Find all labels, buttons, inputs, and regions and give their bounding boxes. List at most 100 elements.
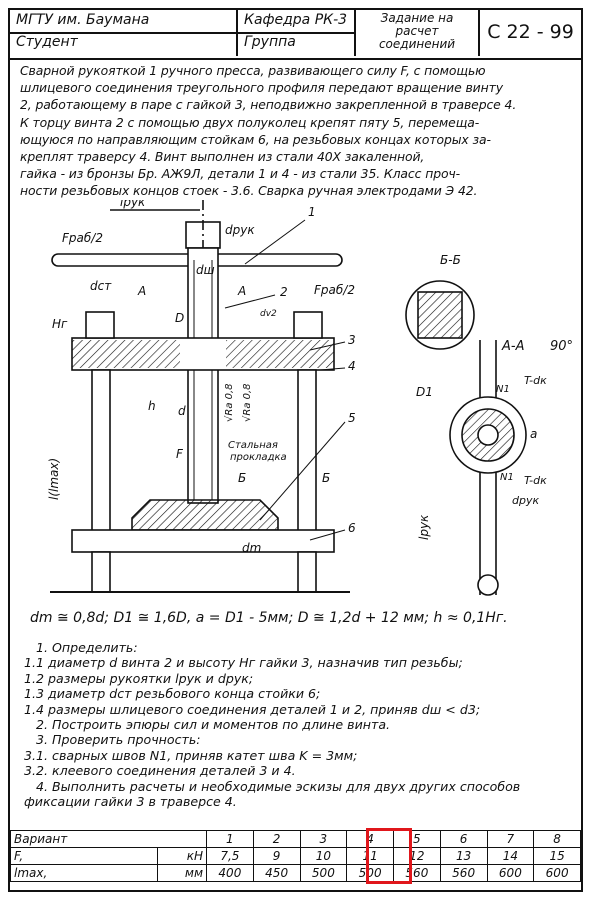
- task-item: 1.1 диаметр d винта 2 и высоту Hг гайки …: [24, 655, 463, 671]
- section-bb-label: Б-Б: [440, 253, 461, 267]
- variant-number: 6: [439, 830, 488, 848]
- druk-side-label: dрук: [512, 494, 539, 507]
- h-label: h: [148, 399, 156, 413]
- section-aa-label: А-А: [501, 339, 524, 354]
- document-code: С 22 - 99: [487, 21, 574, 43]
- description-line: ющуюся по направляющим стойкам 6, на рез…: [20, 131, 491, 147]
- lmax-value: 600: [533, 864, 581, 882]
- title-block: МГТУ им. Баумана Студент Кафедра РК-3 Гр…: [10, 10, 581, 60]
- section-b-left-label: Б: [238, 471, 246, 485]
- group-label: Группа: [238, 32, 356, 56]
- section-a-right-label: А: [237, 284, 246, 298]
- task-item: 1.4 размеры шлицевого соединения деталей…: [24, 701, 481, 717]
- callout-5: 5: [348, 411, 356, 425]
- d-label: d: [178, 404, 186, 418]
- rotation-label: 90°: [550, 339, 573, 354]
- weld-n1-top: N1: [496, 384, 510, 395]
- force-unit: кН: [157, 847, 207, 865]
- right-nut: [293, 311, 323, 339]
- press-heel: [131, 499, 279, 531]
- force-value: 13: [439, 847, 488, 865]
- formula-line: dm ≅ 0,8d; D1 ≅ 1,6D, a = D1 - 5мм; D ≅ …: [30, 610, 508, 626]
- lmax-value: 450: [252, 864, 301, 882]
- task-description: Сварной рукояткой 1 ручного пресса, разв…: [20, 62, 575, 200]
- lmax-value: 600: [486, 864, 535, 882]
- section-bb-hatch: [417, 291, 463, 339]
- variant-number: 1: [206, 830, 254, 848]
- force-value: 14: [486, 847, 535, 865]
- lmax-unit: мм: [157, 864, 207, 882]
- task-item: 3. Проверить прочность:: [36, 732, 201, 748]
- lmax-row-label: lmax,: [10, 864, 158, 882]
- screw: [187, 247, 219, 504]
- selected-variant-highlight: [366, 828, 412, 884]
- force-left-label: Fраб/2: [62, 231, 103, 245]
- press-base: [71, 529, 335, 553]
- task-item: 4. Выполнить расчеты и необходимые эскиз…: [36, 778, 521, 794]
- roughness-1: √Ra 0,8: [224, 383, 235, 422]
- variant-number: 3: [299, 830, 348, 848]
- dst-label: dст: [90, 279, 112, 293]
- force-label: F,: [10, 847, 158, 865]
- task-item: 1.2 размеры рукоятки lрук и dрук;: [24, 670, 254, 686]
- variant-number: 2: [252, 830, 301, 848]
- callout-4: 4: [348, 359, 356, 373]
- left-column: [91, 369, 111, 541]
- task-title-line: соединений: [378, 37, 456, 51]
- lmax-label: l(lmax): [47, 458, 61, 500]
- hr-label: Hг: [52, 317, 68, 331]
- roughness-2: √Ra 0,8: [242, 383, 253, 422]
- a-dimension-label: a: [530, 427, 537, 441]
- D1-label: D1: [416, 385, 433, 399]
- task-item: фиксации гайки 3 в траверсе 4.: [24, 794, 237, 810]
- force-value: 7,5: [206, 847, 254, 865]
- task-item: 3.1. сварных швов N1, приняв катет шва K…: [24, 747, 358, 763]
- student-label: Студент: [10, 32, 238, 56]
- description-line: ности резьбовых концов стоек - 3.6. Свар…: [20, 183, 478, 199]
- task-item: 2. Построить эпюры сил и моментов по дли…: [36, 717, 391, 733]
- task-item: 3.2. клеевого соединения деталей 3 и 4.: [24, 763, 296, 779]
- D-label: D: [175, 311, 184, 325]
- dm-label: dm: [242, 541, 261, 555]
- section-b-right-label: Б: [322, 471, 330, 485]
- department-name: Кафедра РК-3: [238, 10, 356, 32]
- dv2-label: dv2: [260, 309, 277, 319]
- table-row: Вариант 1 2 3 4 5 6 7 8: [10, 830, 581, 848]
- table-row: F, кН 7,5 9 10 11 12 13 14 15: [10, 847, 581, 865]
- druk-label: dрук: [225, 223, 255, 237]
- force-value: 15: [533, 847, 581, 865]
- lmax-value: 400: [206, 864, 254, 882]
- right-column: [297, 369, 317, 541]
- callout-6: 6: [348, 521, 356, 535]
- section-a-left-label: А: [137, 284, 146, 298]
- lmax-value: 560: [439, 864, 488, 882]
- university-name: МГТУ им. Баумана: [10, 10, 238, 32]
- task-title-line: Задание на: [380, 11, 454, 25]
- tdk-bottom-label: T-dк: [524, 474, 547, 487]
- header-divider: [10, 32, 356, 34]
- table-row: lmax, мм 400 450 500 500 560 560 600 600: [10, 864, 581, 882]
- variant-header: Вариант: [10, 830, 207, 848]
- description-line: 2, работающему в паре с гайкой 3, неподв…: [20, 97, 517, 113]
- weld-n1-bottom: N1: [500, 472, 514, 483]
- task-list: 1. Определить: 1.1 диаметр d винта 2 и в…: [24, 640, 574, 809]
- lmax-value: 500: [299, 864, 348, 882]
- callout-1: 1: [308, 205, 316, 219]
- gasket-label-1: Стальная: [228, 440, 278, 451]
- dsh-label: dш: [196, 263, 215, 277]
- variants-table: Вариант 1 2 3 4 5 6 7 8 F, кН 7,5 9 10 1…: [10, 830, 581, 882]
- description-line: Сварной рукояткой 1 ручного пресса, разв…: [20, 63, 486, 78]
- description-line: шлицевого соединения треугольного профил…: [20, 80, 503, 96]
- callout-3: 3: [348, 333, 356, 347]
- press-drawing: lрук dрук Fраб/2 Fраб/2 dш dст А А Hг D …: [47, 200, 573, 596]
- description-line: гайка - из бронзы Бр. АЖ9Л, детали 1 и 4…: [20, 166, 461, 182]
- task-item: 1. Определить:: [36, 640, 138, 655]
- tdk-top-label: T-dк: [524, 374, 547, 387]
- force-value: 9: [252, 847, 301, 865]
- description-line: креплят траверсу 4. Винт выполнен из ста…: [20, 149, 425, 165]
- description-line: К торцу винта 2 с помощью двух полуколец…: [20, 114, 480, 130]
- gasket-label-2: прокладка: [230, 452, 287, 463]
- left-nut: [85, 311, 115, 339]
- F-label: F: [176, 447, 184, 461]
- variant-number: 8: [533, 830, 581, 848]
